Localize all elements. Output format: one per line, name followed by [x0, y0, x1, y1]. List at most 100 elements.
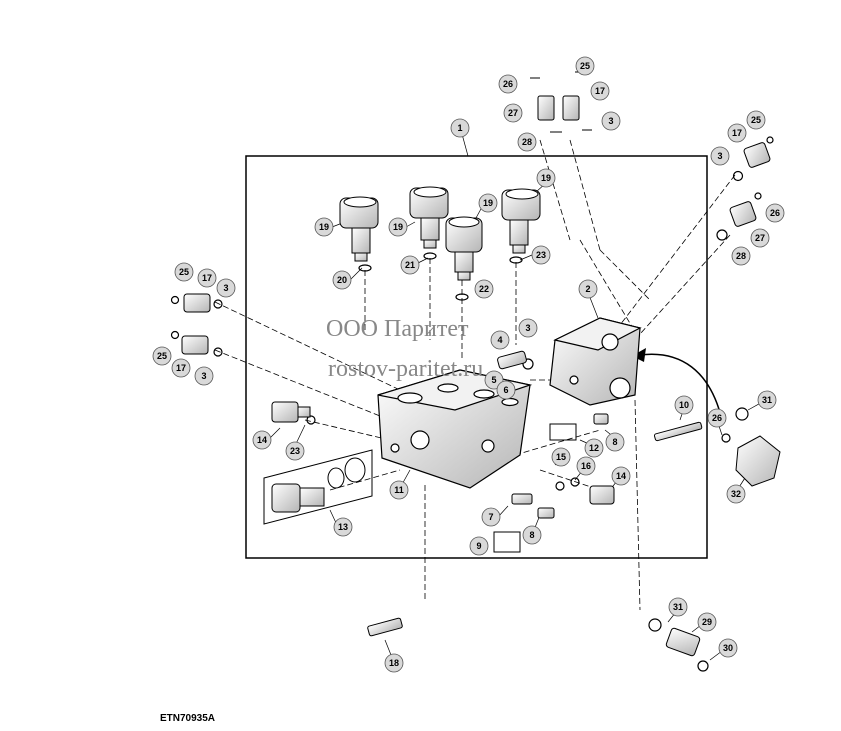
- callout-19: 19: [536, 168, 556, 188]
- callout-circle: [731, 246, 751, 266]
- callouts: 1233333456788910111213141415161717171718…: [152, 56, 785, 673]
- callout-circle: [584, 438, 604, 458]
- callout-14: 14: [611, 466, 631, 486]
- callout-11: 11: [389, 480, 409, 500]
- callout-circle: [332, 270, 352, 290]
- callout-circle: [152, 346, 172, 366]
- callout-9: 9: [469, 536, 489, 556]
- callout-circle: [674, 395, 694, 415]
- callout-label: 2: [585, 284, 590, 294]
- callout-17: 17: [727, 123, 747, 143]
- callout-21: 21: [400, 255, 420, 275]
- callout-label: 15: [556, 452, 566, 462]
- arrow-head: [632, 348, 646, 362]
- callout-circle: [757, 390, 777, 410]
- callout-27: 27: [503, 103, 523, 123]
- callout-label: 20: [337, 275, 347, 285]
- callout-label: 3: [608, 116, 613, 126]
- callout-circle: [216, 278, 236, 298]
- callout-25: 25: [152, 346, 172, 366]
- callout-label: 17: [595, 86, 605, 96]
- callout-circle: [668, 597, 688, 617]
- callout-3: 3: [194, 366, 214, 386]
- solenoid-valve: [409, 186, 449, 249]
- callout-25: 25: [174, 262, 194, 282]
- callout-circle: [576, 456, 596, 476]
- watermark-line1: ООО Паритет: [326, 316, 469, 342]
- callout-circle: [400, 255, 420, 275]
- callout-27: 27: [750, 228, 770, 248]
- callout-circle: [578, 279, 598, 299]
- callout-label: 14: [257, 435, 267, 445]
- callout-label: 19: [393, 222, 403, 232]
- callout-label: 26: [503, 79, 513, 89]
- seal-kit-9: [493, 531, 521, 553]
- callout-circle: [611, 466, 631, 486]
- callout-circle: [490, 330, 510, 350]
- callout-label: 26: [770, 208, 780, 218]
- callout-label: 3: [525, 323, 530, 333]
- callout-label: 27: [755, 233, 765, 243]
- seal-kit-12: [549, 423, 577, 441]
- fitting: [181, 293, 211, 355]
- callout-label: 6: [503, 385, 508, 395]
- callout-circle: [518, 318, 538, 338]
- callout-label: 23: [536, 250, 546, 260]
- callout-label: 28: [736, 251, 746, 261]
- callout-7: 7: [481, 507, 501, 527]
- fitting: [530, 71, 592, 133]
- callout-circle: [697, 612, 717, 632]
- side-block: [549, 317, 642, 406]
- callout-circle: [197, 268, 217, 288]
- callout-label: 29: [702, 617, 712, 627]
- callout-29: 29: [697, 612, 717, 632]
- cartridge-valve: [271, 401, 311, 423]
- callout-circle: [474, 279, 494, 299]
- callout-label: 31: [673, 602, 683, 612]
- callout-label: 18: [389, 658, 399, 668]
- callout-label: 7: [488, 512, 493, 522]
- callout-label: 4: [497, 335, 502, 345]
- relief-valve-kit: [263, 449, 373, 525]
- callout-label: 21: [405, 260, 415, 270]
- callout-circle: [710, 146, 730, 166]
- callout-circle: [503, 103, 523, 123]
- callout-circle: [707, 408, 727, 428]
- callout-circle: [469, 536, 489, 556]
- solenoid-valve: [339, 196, 379, 262]
- callout-label: 25: [751, 115, 761, 125]
- callout-19: 19: [314, 217, 334, 237]
- callout-circle: [727, 123, 747, 143]
- callout-6: 6: [496, 380, 516, 400]
- callout-circle: [522, 525, 542, 545]
- callout-19: 19: [388, 217, 408, 237]
- callout-label: 14: [616, 471, 626, 481]
- callout-10: 10: [674, 395, 694, 415]
- callout-label: 32: [731, 489, 741, 499]
- callout-circle: [252, 430, 272, 450]
- callout-12: 12: [584, 438, 604, 458]
- callout-circle: [481, 507, 501, 527]
- fitting: [729, 142, 771, 227]
- callout-26: 26: [498, 74, 518, 94]
- callout-23: 23: [285, 441, 305, 461]
- callout-circle: [531, 245, 551, 265]
- callout-13: 13: [333, 517, 353, 537]
- callout-label: 16: [581, 461, 591, 471]
- callout-circle: [536, 168, 556, 188]
- callout-circle: [498, 74, 518, 94]
- callout-8: 8: [522, 525, 542, 545]
- callout-3: 3: [710, 146, 730, 166]
- callout-circle: [765, 203, 785, 223]
- callout-label: 13: [338, 522, 348, 532]
- callout-circle: [171, 358, 191, 378]
- callout-circle: [388, 217, 408, 237]
- callout-16: 16: [576, 456, 596, 476]
- small-parts: [367, 350, 781, 657]
- callout-8: 8: [605, 432, 625, 452]
- callout-22: 22: [474, 279, 494, 299]
- callout-26: 26: [765, 203, 785, 223]
- callout-2: 2: [578, 279, 598, 299]
- callout-1: 1: [450, 118, 470, 138]
